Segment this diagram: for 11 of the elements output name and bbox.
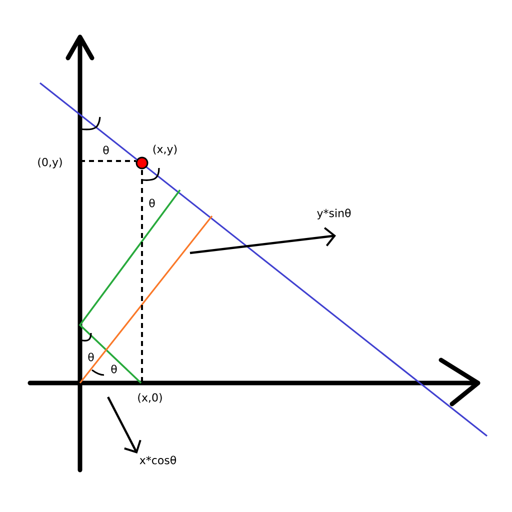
formula-label: x*cosθ — [140, 456, 176, 464]
point-label: θ — [110, 364, 118, 374]
arrow — [190, 227, 336, 254]
point-label: (0,y) — [36, 156, 64, 170]
point-label: θ — [86, 352, 96, 362]
point-label: (x,y) — [151, 144, 179, 156]
point-label: θ — [102, 144, 110, 156]
formula-label: y*sinθ — [317, 208, 351, 220]
point-label: (x,0) — [136, 392, 164, 404]
arrow — [107, 396, 142, 454]
point-label: θ — [148, 198, 156, 208]
